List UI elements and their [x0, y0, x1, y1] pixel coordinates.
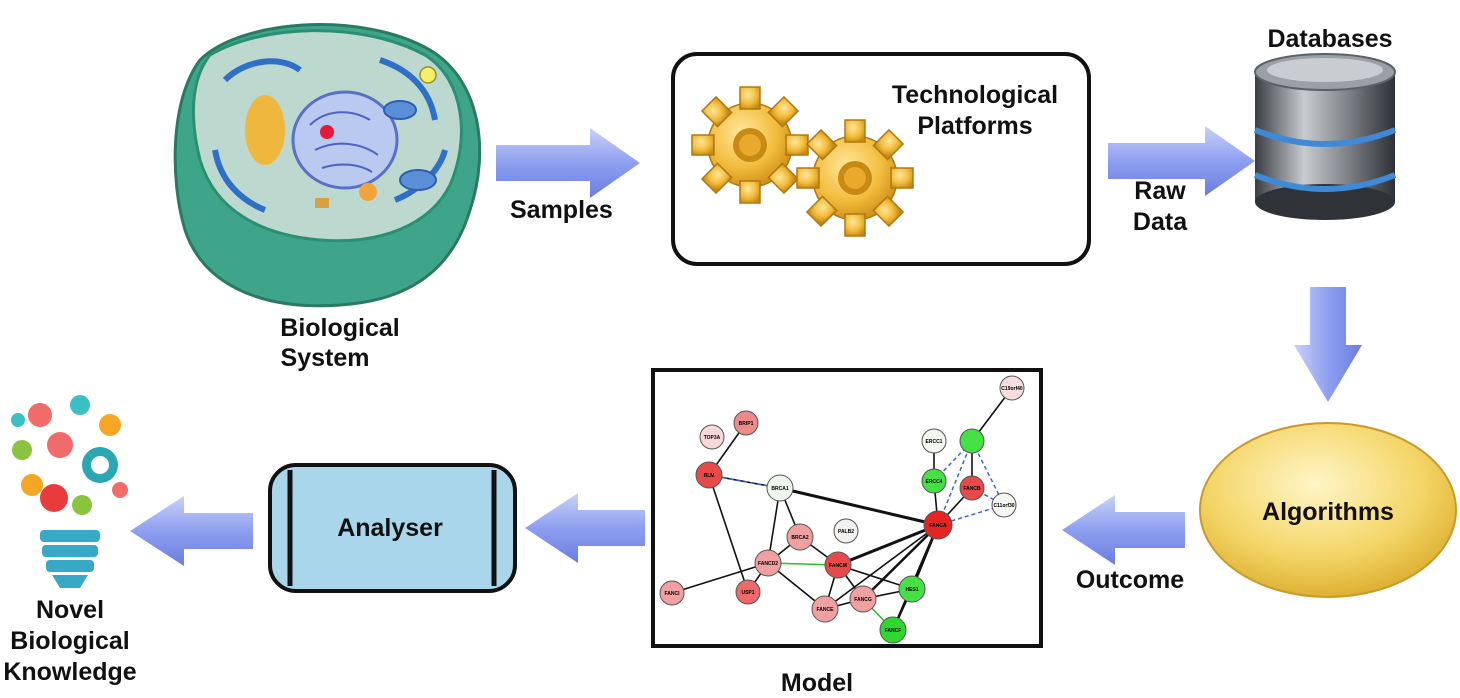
- biological-system-line1: Biological: [280, 314, 400, 342]
- network-node: TOP3A: [699, 424, 725, 450]
- svg-text:FANCB: FANCB: [963, 486, 981, 492]
- network-node: FANCI: [659, 580, 685, 606]
- model-label: Model: [780, 669, 854, 697]
- network-node: FANCD2: [754, 549, 782, 577]
- samples-label: Samples: [510, 196, 613, 224]
- arrow-to-analyser: [525, 493, 645, 563]
- raw-data-label: Raw Data: [1115, 176, 1205, 238]
- svg-text:PALB2: PALB2: [838, 529, 854, 535]
- network-node: FANCA: [923, 510, 953, 540]
- svg-text:FANCF: FANCF: [885, 628, 902, 634]
- arrow-down: [1294, 287, 1362, 402]
- svg-text:USP1: USP1: [741, 590, 754, 596]
- cell-illustration: [173, 23, 482, 308]
- svg-text:BRCA2: BRCA2: [791, 535, 808, 541]
- biological-system-line2: System: [280, 344, 370, 372]
- network-node: USP1: [735, 579, 761, 605]
- algorithms-ellipse: [1199, 422, 1457, 598]
- network-node: FANCG: [849, 585, 877, 613]
- svg-text:BRIP1: BRIP1: [739, 421, 754, 427]
- novel-knowledge-label: Novel Biological Knowledge: [0, 595, 140, 688]
- network-node: HES1: [898, 575, 926, 603]
- network-node: C11orf30: [991, 492, 1017, 518]
- arrow-to-knowledge: [130, 496, 253, 566]
- svg-text:TOP3A: TOP3A: [704, 435, 721, 441]
- raw-data-line1: Raw: [1134, 177, 1186, 205]
- tech-platforms-line1: Technological: [891, 81, 1059, 109]
- model-network-frame: [651, 368, 1043, 648]
- arrow-samples: [496, 128, 640, 198]
- tech-platforms-label: Technological Platforms: [870, 80, 1080, 142]
- svg-text:FANCI: FANCI: [665, 591, 681, 597]
- novel-knowledge-line2: Biological: [10, 627, 130, 655]
- network-node: BRCA2: [786, 523, 814, 551]
- network-node: C19orf40: [999, 375, 1025, 401]
- raw-data-line2: Data: [1132, 208, 1188, 236]
- gear-icon: [691, 86, 809, 204]
- databases-label: Databases: [1267, 25, 1393, 53]
- svg-text:BRCA1: BRCA1: [771, 486, 788, 492]
- network-node: FANCF: [879, 616, 907, 644]
- network-node: [959, 428, 985, 454]
- database-icon: [1253, 53, 1397, 220]
- network-node: PALB2: [833, 518, 859, 544]
- svg-text:C19orf40: C19orf40: [1001, 386, 1023, 392]
- tech-platforms-line2: Platforms: [917, 112, 1033, 140]
- svg-text:ERCC4: ERCC4: [926, 479, 943, 485]
- arrow-outcome: [1062, 495, 1185, 565]
- network-node: ERCC4: [921, 468, 947, 494]
- arrow-raw-data: [1108, 126, 1255, 196]
- svg-text:BLM: BLM: [704, 473, 715, 479]
- lightbulb-icon: [8, 395, 132, 588]
- svg-text:ERCC1: ERCC1: [926, 439, 943, 445]
- gear-icon: [796, 119, 914, 237]
- svg-text:FANCG: FANCG: [854, 597, 872, 603]
- svg-text:FANCM: FANCM: [829, 563, 847, 569]
- svg-text:FANCA: FANCA: [929, 523, 947, 529]
- network-node: FANCM: [824, 551, 852, 579]
- network-node: ERCC1: [921, 428, 947, 454]
- algorithms-label: Algorithms: [1262, 498, 1394, 526]
- network-node: BRCA1: [766, 474, 794, 502]
- network-node: FANCB: [959, 475, 985, 501]
- svg-text:HES1: HES1: [905, 587, 918, 593]
- svg-text:FANCD2: FANCD2: [758, 561, 778, 567]
- network-nodes: BRIP1 TOP3A BLM BRCA1 PALB2 BRCA2 FANCD2…: [659, 375, 1025, 644]
- analyser-device: [268, 463, 517, 593]
- network-node: BRIP1: [733, 410, 759, 436]
- svg-text:FANCE: FANCE: [817, 607, 835, 613]
- novel-knowledge-line3: Knowledge: [3, 658, 137, 686]
- network-node: BLM: [695, 461, 723, 489]
- network-node: FANCE: [811, 595, 839, 623]
- svg-text:C11orf30: C11orf30: [993, 503, 1014, 509]
- analyser-label: Analyser: [337, 514, 443, 542]
- outcome-label: Outcome: [1075, 566, 1185, 594]
- novel-knowledge-line1: Novel: [35, 596, 105, 624]
- biological-system-label: Biological System: [255, 313, 425, 373]
